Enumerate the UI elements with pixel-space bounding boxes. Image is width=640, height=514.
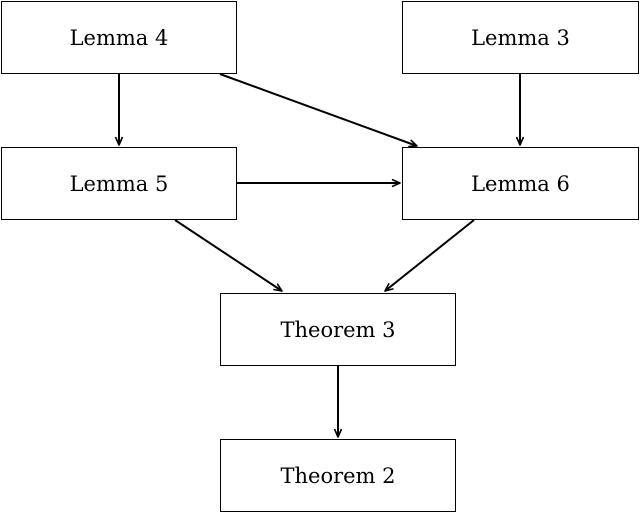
node-theorem-3: Theorem 3 [220, 293, 456, 366]
edge-lemma4-to-lemma6 [219, 73, 418, 148]
node-lemma-3: Lemma 3 [402, 1, 639, 74]
node-lemma-6: Lemma 6 [402, 147, 639, 220]
edge-lemma5-to-theorem3 [174, 219, 283, 292]
node-lemma-4: Lemma 4 [1, 1, 237, 74]
edge-lemma6-to-theorem3 [384, 219, 475, 292]
node-lemma-5: Lemma 5 [1, 147, 237, 220]
node-theorem-2: Theorem 2 [220, 439, 456, 512]
